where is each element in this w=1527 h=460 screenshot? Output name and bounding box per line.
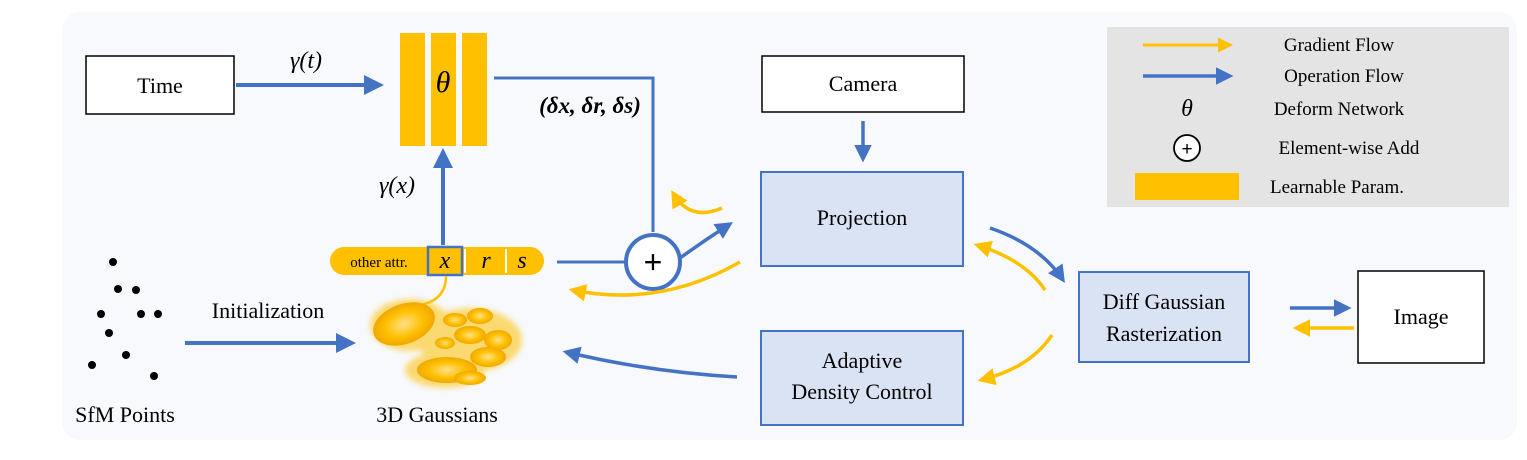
- legend-gradient-label: Gradient Flow: [1284, 35, 1395, 56]
- legend-add-circle: [1173, 134, 1201, 162]
- adaptive-density-label-line2: Density Control: [791, 379, 932, 404]
- attr-x-box: [426, 245, 464, 277]
- sfm-point: [114, 285, 122, 293]
- theta-symbol: θ: [436, 66, 451, 99]
- legend-theta-symbol: θ: [1181, 96, 1193, 122]
- gaussian-blob: [454, 326, 486, 344]
- gradient-to-gaussians-arrow: [568, 260, 741, 302]
- adaptive-density-label-line1: Adaptive: [822, 348, 903, 373]
- initialization-label: Initialization: [212, 298, 324, 323]
- rasterization-box: [1078, 271, 1250, 363]
- add-to-projection-arrow: [678, 222, 733, 260]
- deltas-label: (δx, δr, δs): [539, 93, 641, 118]
- attr-x-label: x: [439, 248, 451, 274]
- gradient-to-projection-arrow: [973, 240, 1047, 291]
- gradient-to-adaptive-arrow: [977, 334, 1054, 386]
- attr-r-label: r: [481, 248, 491, 274]
- gaussian-attribute-bar: other attr. x r s: [330, 245, 544, 277]
- gaussian-blob: [443, 313, 467, 327]
- element-wise-add-symbol: +: [644, 244, 663, 280]
- gamma-x-label: γ(x): [379, 173, 415, 199]
- projection-box: [760, 171, 964, 267]
- time-label: Time: [137, 73, 183, 98]
- adaptive-density-box: [760, 330, 964, 426]
- projection-to-rasterization-arrow: [989, 226, 1065, 283]
- legend: Gradient Flow Operation Flow θ Deform Ne…: [1107, 27, 1509, 207]
- theta-bar-center: [431, 33, 456, 146]
- theta-bar-right: [462, 33, 487, 146]
- camera-box: [761, 55, 965, 113]
- sfm-point: [137, 310, 145, 318]
- gaussian-blob: [435, 337, 455, 349]
- gaussians-3d-label: 3D Gaussians: [376, 402, 498, 427]
- adaptive-to-gaussians-arrow: [562, 346, 738, 379]
- legend-add-symbol: +: [1181, 139, 1192, 160]
- sfm-point: [122, 351, 130, 359]
- gaussians-image: [370, 299, 522, 388]
- attr-other-label: other attr.: [350, 255, 407, 271]
- legend-operation-label: Operation Flow: [1284, 66, 1404, 87]
- attr-s-label: s: [517, 248, 526, 274]
- legend-learnable-swatch: [1135, 173, 1239, 200]
- theta-bar-left: [400, 33, 425, 146]
- legend-deform-label: Deform Network: [1274, 99, 1405, 120]
- gradient-to-deform-arrow: [671, 189, 723, 215]
- sfm-points-image: [88, 258, 162, 380]
- gamma-t-label: γ(t): [290, 48, 322, 74]
- theta-to-add-line: [494, 76, 655, 232]
- time-box: [85, 55, 235, 115]
- element-wise-add-node: [624, 233, 682, 291]
- rasterization-label-line2: Rasterization: [1106, 321, 1222, 346]
- legend-add-label: Element-wise Add: [1279, 138, 1420, 159]
- gaussian-blob: [470, 347, 506, 367]
- legend-learnable-label: Learnable Param.: [1270, 177, 1404, 198]
- image-box: [1357, 270, 1485, 364]
- gaussian-blob: [373, 302, 435, 346]
- rasterization-label-line1: Diff Gaussian: [1103, 289, 1225, 314]
- gaussian-blob: [484, 330, 512, 350]
- sfm-point: [105, 329, 113, 337]
- gaussian-blob: [454, 371, 486, 385]
- deform-network: θ: [400, 33, 487, 146]
- sfm-point: [97, 310, 105, 318]
- sfm-point: [154, 310, 162, 318]
- sfm-point: [88, 361, 96, 369]
- gaussian-blob: [467, 308, 493, 324]
- sfm-point: [150, 372, 158, 380]
- sfm-point: [132, 286, 140, 294]
- image-label: Image: [1394, 304, 1449, 329]
- sfm-point: [109, 258, 117, 266]
- sfm-points-label: SfM Points: [75, 402, 175, 427]
- projection-label: Projection: [817, 205, 907, 230]
- camera-label: Camera: [829, 71, 898, 96]
